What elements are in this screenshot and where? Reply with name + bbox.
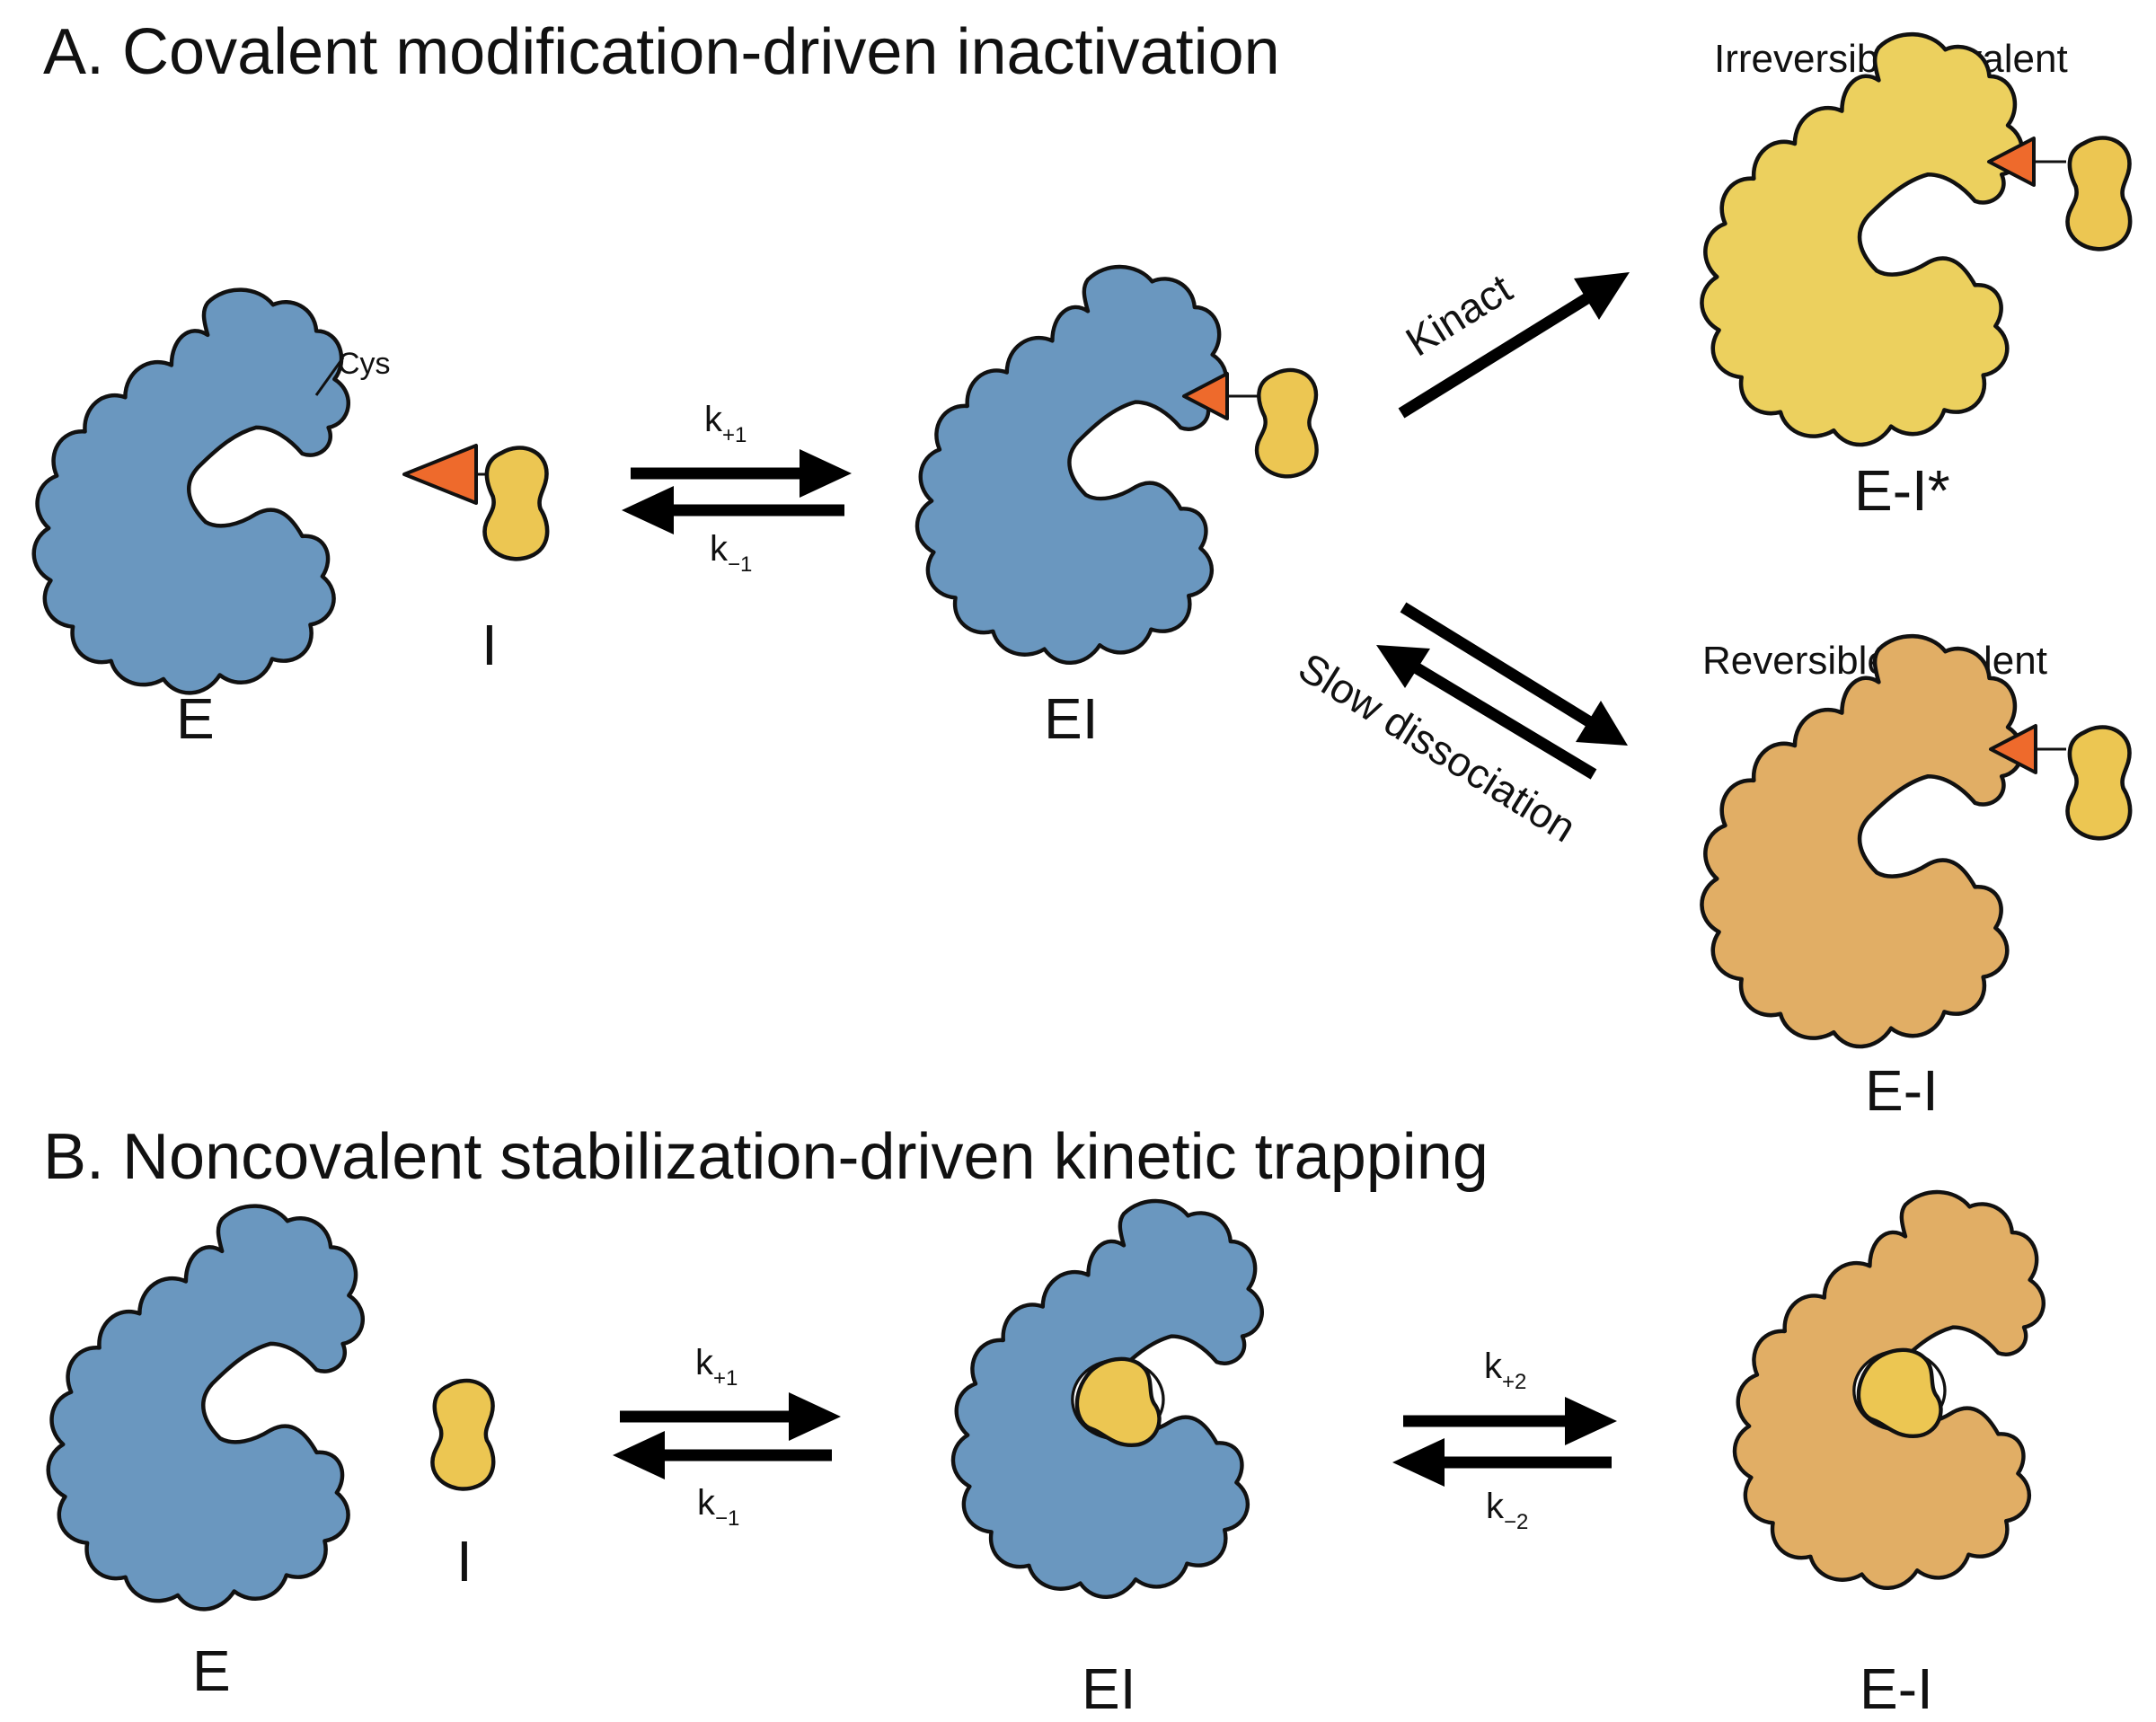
label-ei-a: EI <box>1044 686 1098 751</box>
back-from-reversible-arrow <box>1410 661 1597 780</box>
enzyme-reversible <box>1701 636 2021 1046</box>
enzyme-e-a-shape <box>34 290 349 693</box>
warhead-triangle-irreversible <box>1987 137 2036 187</box>
kinact-arrowhead <box>1574 272 1630 320</box>
inhibitor-i-a <box>402 444 548 559</box>
rate-k-plus2-b: k+2 <box>1484 1347 1526 1394</box>
inhibitor-irreversible <box>1987 137 2131 249</box>
enzyme-ei-a <box>917 267 1226 663</box>
to-reversible-arrow <box>1400 602 1594 728</box>
equilibrium-arrows-a <box>622 449 852 534</box>
equilibrium-arrows-b2 <box>1392 1397 1617 1487</box>
enzyme-ei-a-shape <box>917 267 1226 663</box>
label-irreversible-product: E-I* <box>1854 458 1950 523</box>
label-e-b: E <box>192 1638 231 1703</box>
back-from-reversible-arrowhead <box>1376 645 1430 688</box>
rate-k-minus2-b: k−2 <box>1486 1487 1528 1534</box>
forward-arrowhead-b2 <box>1565 1397 1617 1445</box>
cys-label: Cys <box>338 347 391 381</box>
label-reversible-product: E-I <box>1865 1058 1939 1123</box>
label-i-b: I <box>456 1529 473 1594</box>
rate-k-minus1-b: k−1 <box>697 1483 739 1531</box>
label-i-a: I <box>482 613 498 677</box>
label-ei-trapped-b: E-I <box>1860 1656 1933 1721</box>
enzyme-trapped-b <box>1735 1192 2044 1588</box>
inhibitor-reversible <box>1989 724 2131 838</box>
ligand-shape-reversible <box>2068 727 2131 838</box>
enzyme-e-b-shape <box>49 1206 363 1610</box>
panel-b-title: B. Noncovalent stabilization-driven kine… <box>43 1121 1489 1193</box>
warhead-triangle <box>402 444 478 505</box>
ligand-shape <box>485 447 548 559</box>
enzyme-irreversible <box>1701 34 2021 445</box>
ligand-shape-irreversible <box>2068 137 2131 249</box>
reverse-arrowhead-b2 <box>1392 1438 1445 1487</box>
to-reversible-arrowhead <box>1576 701 1628 746</box>
inhibitor-i-b <box>432 1381 493 1489</box>
kinact-arrow-line <box>1398 291 1594 419</box>
kinact-arrow <box>1398 272 1630 419</box>
reverse-arrowhead-a <box>622 486 674 534</box>
inhibitor-bound-ei-a <box>1182 370 1317 476</box>
enzyme-irreversible-shape <box>1701 34 2021 445</box>
enzyme-e-b <box>49 1206 363 1610</box>
forward-arrowhead-a <box>800 449 852 498</box>
label-e-a: E <box>176 686 215 751</box>
rate-k-minus1-a: k−1 <box>710 529 752 577</box>
label-ei-b: EI <box>1082 1656 1135 1721</box>
forward-arrowhead-b1 <box>789 1392 841 1441</box>
ligand-shape-ei <box>1257 370 1317 476</box>
reverse-arrowhead-b1 <box>613 1431 665 1479</box>
enzyme-e-a <box>34 290 349 693</box>
warhead-triangle-reversible <box>1989 724 2037 774</box>
slow-dissociation-arrows <box>1376 602 1628 780</box>
rate-k-plus1-a: k+1 <box>704 400 747 447</box>
enzyme-reversible-shape <box>1701 636 2021 1046</box>
cys-leader-line <box>314 357 345 396</box>
equilibrium-arrows-b1 <box>613 1392 841 1479</box>
enzyme-ei-b <box>953 1201 1262 1597</box>
rate-k-plus1-b: k+1 <box>695 1343 738 1391</box>
panel-a-title: A. Covalent modification-driven inactiva… <box>43 16 1280 88</box>
warhead-triangle-ei <box>1182 372 1229 420</box>
